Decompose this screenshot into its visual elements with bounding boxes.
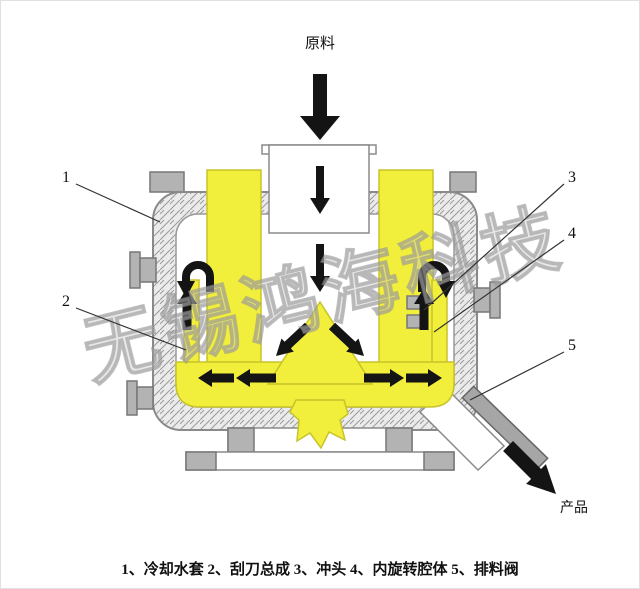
callouts: 1 2 3 4 5 [62,169,576,401]
diagonal-right-arrow [328,322,364,356]
left-nozzle [129,251,157,289]
inlet-down-arrow [310,166,330,214]
feed-label: 原料 [305,35,335,52]
bottom-right-arrow-2 [406,369,442,387]
bottom-left-arrow-2 [198,369,234,387]
left-up-arrow [177,288,197,330]
discharge-screw [289,399,349,450]
top-left-flange [149,171,185,193]
bottom-right-arrow-1 [364,369,404,387]
top-right-flange [449,171,477,193]
callout-3: 3 [568,169,576,186]
feed-flow-arrow [300,74,340,140]
diagonal-left-arrow [276,322,312,356]
right-nozzle [473,281,501,319]
callout-5: 5 [568,337,576,354]
left-turn-arrowhead [177,281,195,298]
callout-1: 1 [62,169,70,186]
left-turn-arrow [182,261,214,292]
product-label: 产品 [560,500,588,516]
left-column [206,169,262,367]
caption-legend: 1、冷却水套 2、刮刀总成 3、冲头 4、内旋转腔体 5、排料阀 [121,560,519,578]
right-up-arrow [414,288,434,330]
bottom-left-arrow-1 [236,369,276,387]
chamber-down-arrow [310,244,330,292]
callout-2: 2 [62,293,70,310]
right-turn-arrow [418,261,450,292]
bottom-left-nozzle [126,380,154,416]
callout-4: 4 [568,225,576,242]
flow-arrows [177,166,455,387]
product-flow-arrow [503,441,556,494]
